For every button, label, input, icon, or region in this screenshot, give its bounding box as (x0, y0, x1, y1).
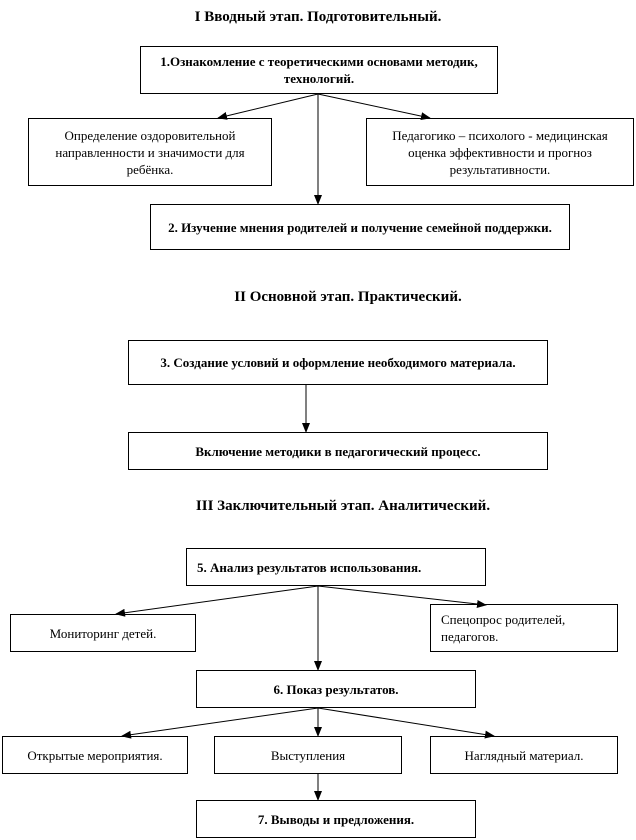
box-3-conditions: 3. Создание условий и оформление необход… (128, 340, 548, 385)
arrow-b1-to-b1b (317, 93, 431, 121)
box-include-method: Включение методики в педагогический проц… (128, 432, 548, 470)
box-1-theory: 1.Ознакомление с теоретическими основами… (140, 46, 498, 94)
box-7-conclusions: 7. Выводы и предложения. (196, 800, 476, 838)
arrow-b5-to-b5a (115, 585, 319, 617)
box-health-direction: Определение оздоровительной направленнос… (28, 118, 272, 186)
box-survey: Спецопрос родителей, педагогов. (430, 604, 618, 652)
arrow-b6-to-b6a (121, 707, 319, 739)
box-visual-material: Наглядный материал. (430, 736, 618, 774)
box-open-events: Открытые мероприятия. (2, 736, 188, 774)
arrow-b5-to-b5b (317, 585, 487, 608)
arrow-b6-to-b6c (317, 707, 495, 739)
box-children-monitoring: Мониторинг детей. (10, 614, 196, 652)
section-2-title: II Основной этап. Практический. (234, 289, 462, 305)
arrow-b1-to-b1a (217, 93, 319, 120)
box-5-analysis: 5. Анализ результатов использования. (186, 548, 486, 586)
section-1-title: I Вводный этап. Подготовительный. (194, 9, 442, 25)
box-2-parents-opinion: 2. Изучение мнения родителей и получение… (150, 204, 570, 250)
box-speeches: Выступления (214, 736, 402, 774)
box-pedagogical-evaluation: Педагогико – психолого - медицинская оце… (366, 118, 634, 186)
section-3-title: III Заключительный этап. Аналитический. (195, 498, 491, 514)
box-6-show-results: 6. Показ результатов. (196, 670, 476, 708)
